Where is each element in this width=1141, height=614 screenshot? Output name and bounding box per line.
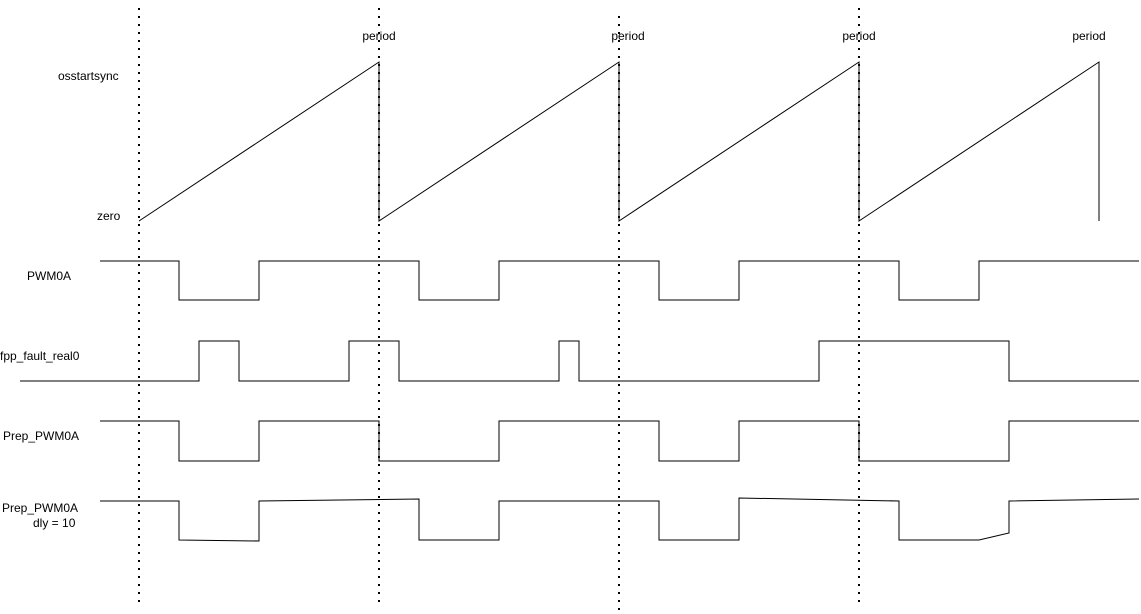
prep-pwm0a-label: Prep_PWM0A [3, 429, 79, 443]
period-label-1: period [362, 29, 395, 43]
prep-pwm0a-dly-wave [100, 497, 1140, 542]
prep-pwm0a-dly-label-line1: Prep_PWM0A [2, 501, 78, 515]
fpp-fault-wave [20, 340, 1139, 382]
period-label-3: period [842, 29, 875, 43]
pwm0a-label: PWM0A [27, 269, 71, 283]
prep-pwm0a-dly-label-line2: dly = 10 [33, 516, 76, 530]
prep-pwm0a-wave [100, 420, 1139, 462]
fpp-fault-label: fpp_fault_real0 [0, 349, 80, 363]
period-label-2: period [611, 29, 644, 43]
pwm0a-wave [100, 260, 1139, 301]
counter-sawtooth-wave [138, 61, 1100, 222]
osstartsync-label: osstartsync [58, 69, 119, 83]
period-label-4: period [1072, 29, 1105, 43]
zero-label: zero [97, 209, 121, 223]
